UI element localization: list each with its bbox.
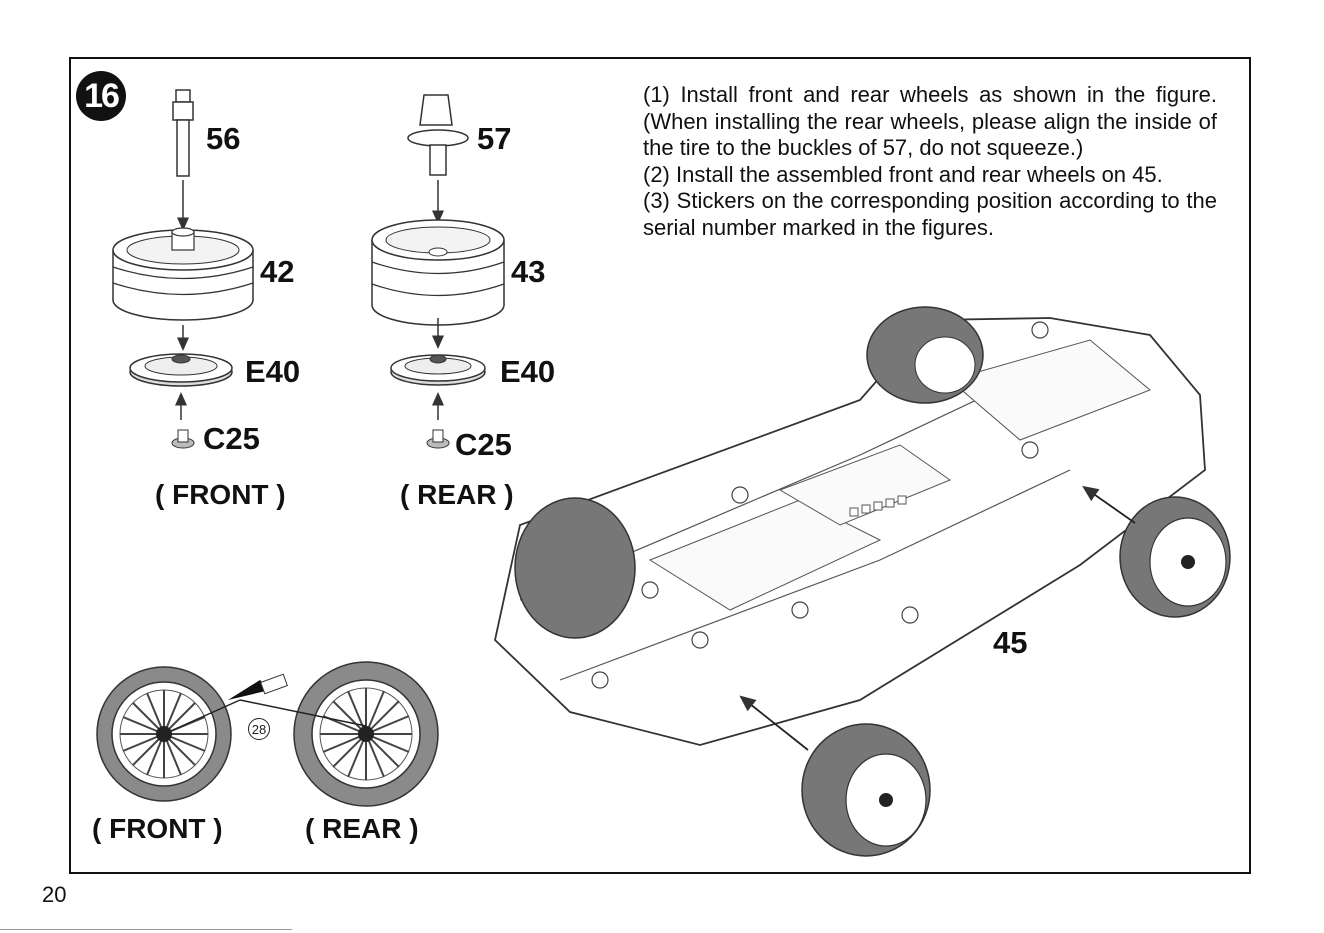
part-label-rear-C25: C25: [455, 427, 512, 462]
chassis-front-left-wheel: [866, 306, 984, 404]
front-cap-C25-drawing: [171, 429, 195, 449]
instructions-text: (1) Install front and rear wheels as sho…: [643, 82, 1217, 242]
front-rim-E40-drawing: [129, 353, 233, 387]
front-tire-42-drawing: [112, 227, 254, 321]
part-label-42: 42: [260, 254, 295, 289]
part-label-57: 57: [477, 121, 512, 156]
part-label-front-E40: E40: [245, 354, 301, 389]
step-number-badge: 16: [76, 71, 126, 121]
rear-axle-57-drawing: [407, 94, 469, 176]
caption-front-top: ( FRONT ): [155, 479, 286, 510]
rear-rim-E40-drawing: [390, 354, 486, 386]
chassis-front-right-wheel: [1119, 496, 1231, 618]
part-label-43: 43: [511, 254, 546, 289]
chassis-rear-left-wheel: [514, 497, 636, 639]
instruction-1: (1) Install front and rear wheels as sho…: [643, 82, 1217, 161]
rear-cap-C25-drawing: [426, 429, 450, 449]
caption-rear-bottom: ( REAR ): [305, 813, 419, 844]
part-label-45: 45: [993, 625, 1028, 660]
sticker-number-badge: 28: [248, 718, 270, 740]
rear-wheel-sticker-detail: [293, 661, 439, 807]
part-label-front-C25: C25: [203, 421, 260, 456]
caption-rear-top: ( REAR ): [400, 479, 514, 510]
sticker-pointer-lines: [163, 673, 367, 735]
instruction-2: (2) Install the assembled front and rear…: [643, 161, 1163, 187]
part-label-rear-E40: E40: [500, 354, 556, 389]
footer-rule: [0, 929, 292, 930]
part-label-56: 56: [206, 121, 241, 156]
chassis-rear-right-wheel: [801, 723, 931, 857]
diagram-frame: [69, 57, 1251, 874]
instruction-3: (3) Stickers on the corresponding positi…: [643, 188, 1217, 240]
rear-tire-43-drawing: [371, 219, 505, 326]
chassis-45-drawing: [494, 306, 1231, 857]
front-axle-56-drawing: [172, 89, 194, 177]
caption-front-bottom: ( FRONT ): [92, 813, 223, 844]
page-number: 20: [42, 882, 67, 907]
